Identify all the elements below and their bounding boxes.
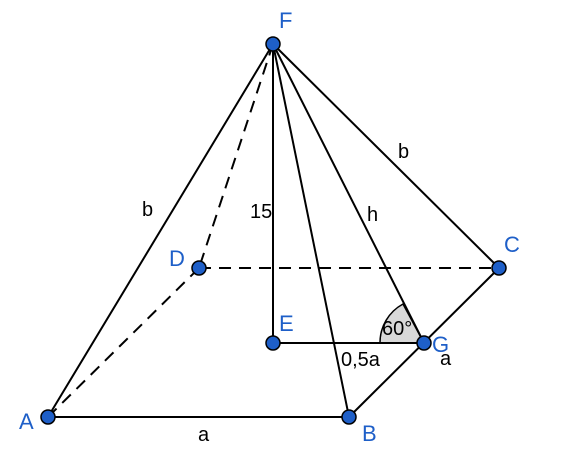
- label-angle-g: 60°: [382, 318, 412, 340]
- edge-af: [47, 43, 274, 418]
- vertex-label-a: A: [19, 409, 34, 434]
- label-segment-eg: 0,5a: [341, 349, 381, 371]
- vertex-label-e: E: [279, 311, 294, 336]
- label-side-bc: a: [440, 348, 452, 370]
- vertex-label-g: G: [432, 332, 449, 357]
- vertex-label-b: B: [362, 421, 377, 446]
- point-c: [491, 260, 507, 276]
- point-a: [40, 409, 56, 425]
- point-e: [265, 335, 281, 351]
- point-g: [416, 335, 432, 351]
- label-height-fe: 15: [250, 201, 272, 223]
- edge-ad-hidden: [47, 267, 200, 418]
- point-b: [341, 409, 357, 425]
- edge-fd-hidden: [198, 43, 274, 269]
- label-edge-cf: b: [398, 141, 409, 163]
- edge-bf: [272, 43, 350, 418]
- edge-cf: [272, 43, 500, 269]
- vertex-label-c: C: [504, 232, 520, 257]
- label-side-ab: a: [198, 424, 210, 446]
- slant-height-fg: [272, 43, 425, 344]
- vertex-label-f: F: [279, 8, 292, 33]
- vertex-label-d: D: [169, 246, 185, 271]
- label-edge-af: b: [142, 199, 153, 221]
- label-slant-height-fg: h: [367, 204, 378, 226]
- point-f: [265, 36, 281, 52]
- point-d: [191, 260, 207, 276]
